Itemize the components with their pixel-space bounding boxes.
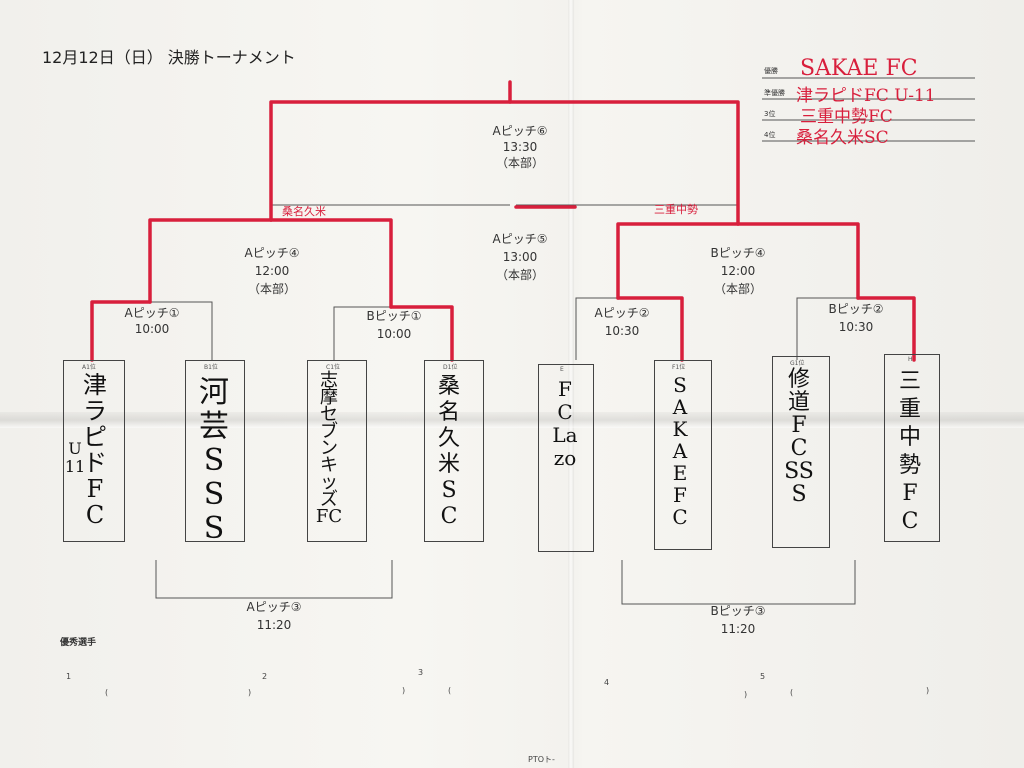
team-seed-d1: D1位 [443,364,458,371]
team-seed-b1: B1位 [204,364,218,371]
mvp-paren-close: ) [402,686,406,695]
third-place-match-pitch: Aピッチ⑤ [492,232,548,246]
team-seed-f1: F1位 [672,364,686,371]
team-box-g1 [772,356,830,548]
cons-left-pitch: Aピッチ③ [246,600,302,614]
paper-fold-vertical [568,0,574,768]
team-box-f1 [654,360,712,550]
mvp-paren-close: ) [744,690,748,699]
final-match-time: 13:30 [502,140,538,154]
standing-team-2: 津ラピドFC U-11 [796,86,936,106]
standing-team-1: SAKAE FC [800,56,918,81]
cons-right-pitch: Bピッチ③ [710,604,766,618]
team-seed-a1: A1位 [82,364,96,371]
team-name-d1: 桑名久米SC [437,374,460,529]
team-box-e [538,364,594,552]
team-name-c1: 志摩セブンキッズFC [315,370,343,527]
mvp-number-4: 4 [604,678,610,687]
team-extra-a1: U11 [64,439,86,476]
mvp-paren-open: ( [790,688,794,697]
team-box-h [884,354,940,542]
qf3-time: 10:30 [604,324,640,338]
qf1-pitch: Aピッチ① [124,306,180,320]
cons-right-time: 11:20 [720,622,756,636]
team-seed-c1: C1位 [326,364,341,371]
team-name-a1: 津ラピドFC [83,371,107,529]
team-box-a1 [63,360,125,542]
mvp-paren-open: ( [448,686,452,695]
mvp-number-5: 5 [760,672,766,681]
sf-left-winner-mark: 桑名久米 [282,205,326,218]
team-box-c1 [307,360,367,542]
team-seed-e: E [560,366,564,373]
page-footer: PTOト- [528,755,555,764]
team-seed-h: H [908,356,913,363]
page-title: 12月12日（日） 決勝トーナメント [42,48,296,67]
team-name-e: FC Lazo [552,377,578,470]
standing-team-3: 三重中勢FC [800,107,893,127]
mvp-number-2: 2 [262,672,268,681]
third-place-match-time: 13:00 [502,250,538,264]
team-name-b1: 河芸SSS [199,375,229,546]
team-name-f1: SAKAE FC [672,373,688,529]
sf-right-time: 12:00 [720,264,756,278]
cons-left-time: 11:20 [256,618,292,632]
standing-label-4: 4位 [764,131,776,139]
mvp-number-1: 1 [66,672,72,681]
qf1-time: 10:00 [134,322,170,336]
mvp-paren-close: ) [926,686,930,695]
sf-right-place: （本部） [713,282,762,296]
sf-left-pitch: Aピッチ④ [244,246,300,260]
mvp-paren-close: ) [248,688,252,697]
team-name-h: 三重中勢FC [898,369,921,534]
mvp-heading: 優秀選手 [60,638,97,648]
standing-team-4: 桑名久米SC [796,128,889,148]
team-name-g1: 修道FC SSS [784,367,814,507]
qf3-pitch: Aピッチ② [594,306,650,320]
standing-label-3: 3位 [764,110,776,118]
team-seed-g1: G1位 [790,360,805,367]
sf-left-time: 12:00 [254,264,290,278]
standing-label-1: 優勝 [764,67,778,75]
final-match-pitch: Aピッチ⑥ [492,124,548,138]
sf-left-place: （本部） [247,282,296,296]
qf2-time: 10:00 [376,327,412,341]
paper-fold-horizontal [0,412,1024,428]
mvp-paren-open: ( [105,688,109,697]
sf-right-pitch: Bピッチ④ [710,246,766,260]
team-box-b1 [185,360,245,542]
qf2-pitch: Bピッチ① [366,309,422,323]
standing-label-2: 準優勝 [764,89,785,97]
qf4-time: 10:30 [838,320,874,334]
team-box-d1 [424,360,484,542]
sf-right-winner-mark: 三重中勢 [654,203,698,216]
mvp-number-3: 3 [418,668,424,677]
final-match-place: （本部） [495,156,544,170]
qf4-pitch: Bピッチ② [828,302,884,316]
third-place-match-place: （本部） [495,268,544,282]
